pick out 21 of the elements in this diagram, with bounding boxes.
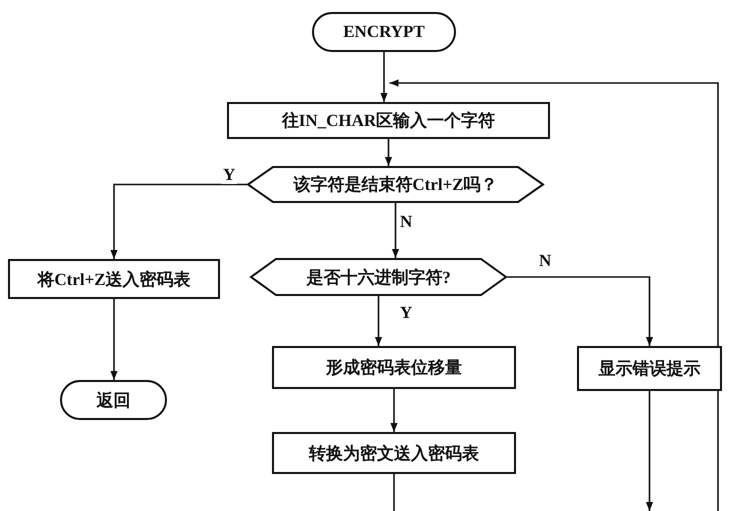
edge-label: Y — [221, 166, 238, 184]
arrow — [374, 296, 382, 346]
process-box: 将Ctrl+Z送入密码表 — [8, 259, 220, 299]
process-box: 显示错误提示 — [577, 346, 722, 391]
terminal-box: ENCRYPT — [312, 12, 456, 52]
terminal-box: 返回 — [60, 380, 167, 420]
arrow — [507, 276, 654, 346]
process-box: 形成密码表位移量 — [272, 346, 516, 389]
process-box: 往IN_CHAR区输入一个字符 — [227, 102, 550, 139]
arrow — [390, 79, 719, 511]
arrow — [646, 391, 654, 511]
arrow — [380, 52, 388, 102]
arrow — [384, 139, 392, 166]
arrow — [110, 184, 247, 259]
decision-hexagon: 该字符是结束符Ctrl+Z吗？ — [247, 166, 544, 203]
arrow — [110, 299, 118, 380]
process-box: 转换为密文送入密码表 — [272, 432, 516, 474]
arrow — [392, 203, 400, 258]
decision-hexagon: 是否十六进制字符? — [250, 258, 507, 296]
connector-line — [393, 474, 395, 511]
arrow — [390, 389, 398, 432]
